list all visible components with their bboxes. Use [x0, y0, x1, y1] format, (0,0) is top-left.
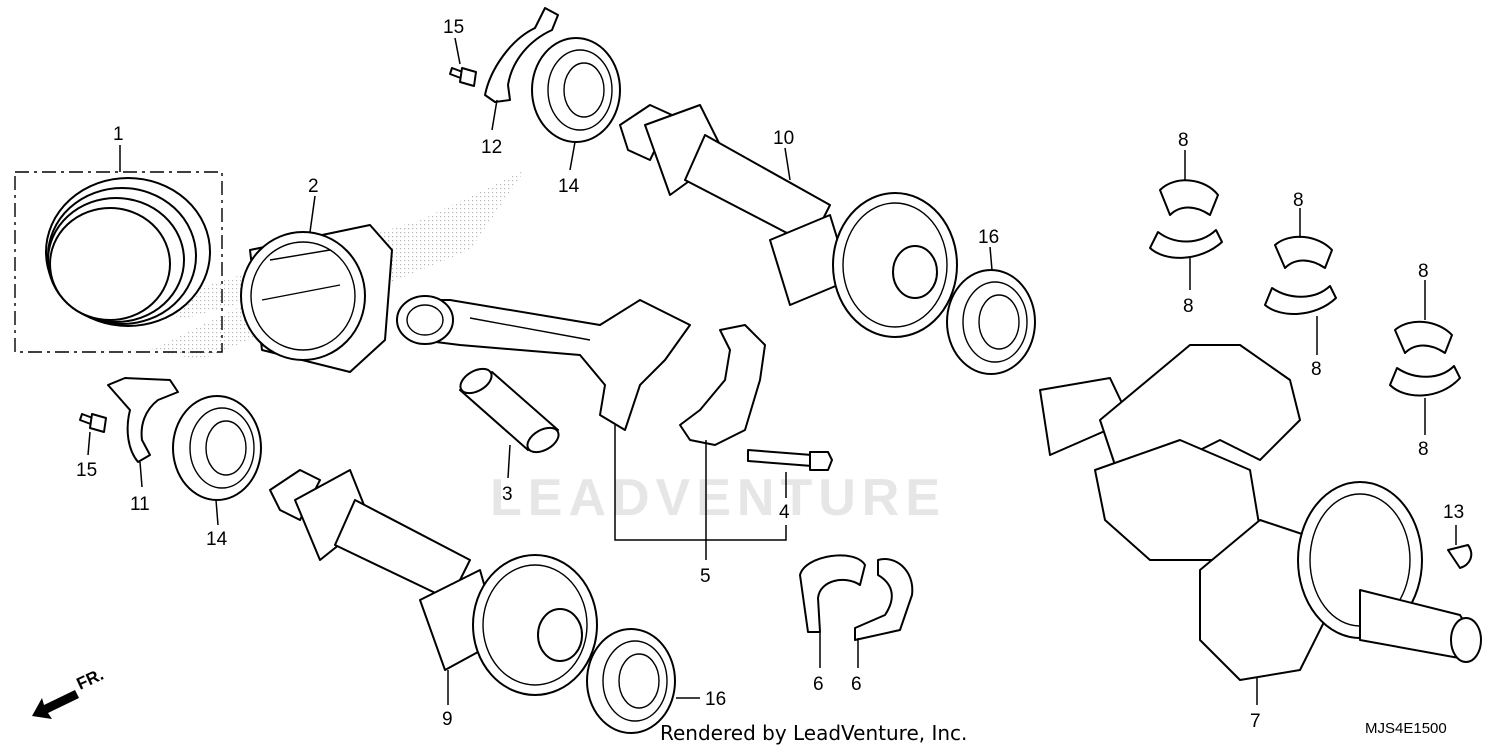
- connecting-rod[interactable]: [396, 295, 691, 431]
- callout-1: 1: [113, 124, 124, 145]
- callout-8-b: 8: [1183, 296, 1194, 317]
- callout-6-left: 6: [813, 674, 824, 695]
- callout-11: 11: [130, 494, 150, 515]
- crankpin-bearing-lower[interactable]: [854, 558, 914, 641]
- footer-credit: Rendered by LeadVenture, Inc.: [660, 721, 967, 745]
- connecting-rod-bolt[interactable]: [747, 449, 833, 471]
- callout-3: 3: [502, 484, 513, 505]
- callout-13: 13: [1443, 502, 1464, 523]
- callout-5: 5: [700, 566, 711, 587]
- watermark-text: LEADVENTURE: [490, 469, 946, 527]
- callout-14-upper: 14: [558, 176, 580, 197]
- callout-14-lower: 14: [206, 529, 228, 550]
- ball-bearing-16-lower[interactable]: [586, 628, 676, 734]
- callout-8-e: 8: [1418, 261, 1429, 282]
- woodruff-key[interactable]: [1447, 544, 1473, 569]
- callout-8-a: 8: [1178, 130, 1189, 151]
- front-label: FR.: [74, 665, 107, 694]
- main-bearing-set[interactable]: [1149, 179, 1461, 397]
- piston[interactable]: [240, 224, 393, 373]
- diagram-code: MJS4E1500: [1365, 720, 1447, 737]
- callout-12: 12: [481, 137, 502, 158]
- callout-10: 10: [773, 128, 794, 149]
- setting-plate-lower[interactable]: [107, 377, 179, 463]
- setting-plate-upper[interactable]: [484, 7, 559, 103]
- crankpin-bearing-upper[interactable]: [799, 554, 866, 633]
- callout-15-lower: 15: [76, 460, 97, 481]
- callout-8-f: 8: [1418, 439, 1429, 460]
- callout-labels: 1 2 3 4 5 6 6 7 8 8 8 8 8 8 9 10 11 12 1…: [76, 17, 1464, 732]
- front-arrow-icon: [32, 690, 79, 719]
- callout-9: 9: [442, 709, 453, 730]
- ball-bearing-16-upper[interactable]: [946, 269, 1036, 375]
- flange-bolt-lower[interactable]: [79, 413, 107, 433]
- callout-2: 2: [308, 176, 319, 197]
- callout-8-c: 8: [1293, 190, 1304, 211]
- callout-16-upper: 16: [978, 227, 999, 248]
- ball-bearing-upper[interactable]: [531, 37, 621, 143]
- front-direction-indicator: FR.: [32, 665, 107, 719]
- connecting-rod-cap[interactable]: [679, 324, 766, 446]
- callout-7: 7: [1250, 711, 1261, 732]
- callout-15-upper: 15: [443, 17, 464, 38]
- callout-16-lower: 16: [705, 689, 726, 710]
- balancer-shaft-lower[interactable]: [269, 469, 598, 696]
- ball-bearing-lower[interactable]: [172, 395, 262, 501]
- leader-lines: [87, 37, 1457, 705]
- callout-8-d: 8: [1311, 359, 1322, 380]
- piston-ring-set[interactable]: [14, 171, 223, 353]
- piston-pin[interactable]: [456, 364, 562, 457]
- callout-6-right: 6: [851, 674, 862, 695]
- flange-bolt-upper[interactable]: [449, 67, 477, 87]
- callout-4: 4: [779, 502, 790, 523]
- crankshaft[interactable]: [1039, 344, 1482, 681]
- balancer-shaft-upper[interactable]: [619, 104, 958, 338]
